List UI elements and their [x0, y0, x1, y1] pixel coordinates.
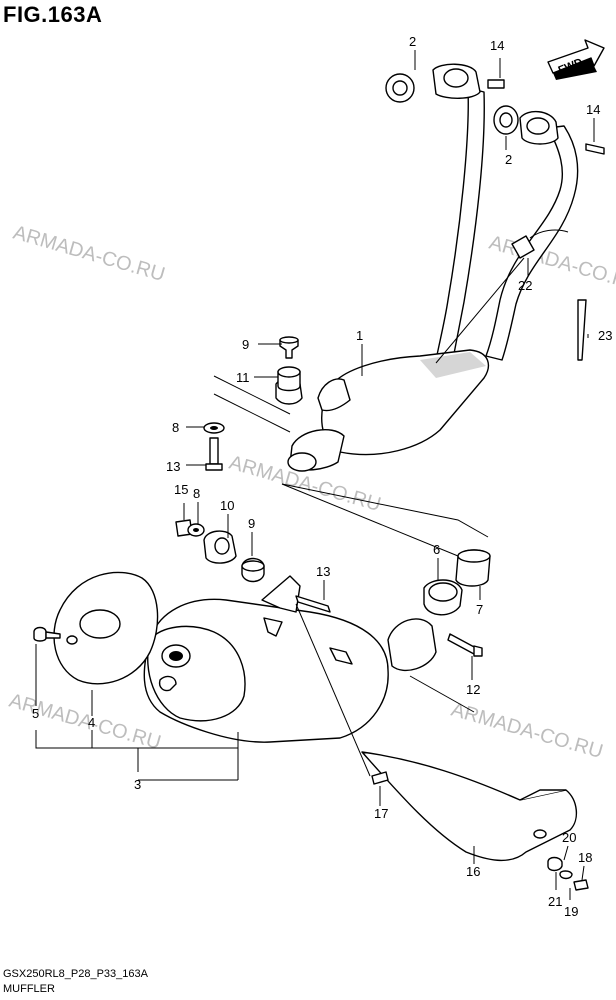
- exhaust-header-pipes: [432, 63, 579, 365]
- callout-9: 9: [248, 516, 255, 531]
- callout-13: 13: [166, 459, 180, 474]
- callout-10: 10: [220, 498, 234, 513]
- watermark: ARMADA-CO.RU: [11, 222, 168, 286]
- callout-16: 16: [466, 864, 480, 879]
- muffler-body: [143, 575, 389, 743]
- callout-5: 5: [32, 706, 39, 721]
- callout-14: 14: [586, 102, 600, 117]
- figure-title: FIG.163A: [3, 2, 103, 27]
- fwd-arrow-icon: FWD: [547, 39, 605, 80]
- callout-15: 15: [174, 482, 188, 497]
- callout-4: 4: [88, 715, 95, 730]
- callout-9: 9: [242, 337, 249, 352]
- callout-23: 23: [598, 328, 612, 343]
- callout-2: 2: [505, 152, 512, 167]
- callout-22: 22: [518, 278, 532, 293]
- footer-code: GSX250RL8_P28_P33_163A: [3, 968, 148, 980]
- leader-lines: [35, 50, 595, 900]
- connector-pipe-and-clamp: [387, 549, 491, 671]
- callout-20: 20: [562, 830, 576, 845]
- heat-protector: [361, 751, 589, 891]
- callout-12: 12: [466, 682, 480, 697]
- muffler-end-cap: [33, 571, 159, 685]
- watermark: ARMADA-CO.RU: [7, 690, 164, 754]
- callout-17: 17: [374, 806, 388, 821]
- callout-21: 21: [548, 894, 562, 909]
- mount-hardware: [175, 336, 301, 583]
- callout-6: 6: [433, 542, 440, 557]
- callout-8: 8: [172, 420, 179, 435]
- footer-name: MUFFLER: [3, 983, 55, 995]
- callout-19: 19: [564, 904, 578, 919]
- callout-7: 7: [476, 602, 483, 617]
- callout-labels: 2 14 2 14 22 23 1 9 11 8 13 15 8 10 9 6 …: [32, 34, 612, 919]
- callout-8: 8: [193, 486, 200, 501]
- callout-18: 18: [578, 850, 592, 865]
- callout-1: 1: [356, 328, 363, 343]
- callout-11: 11: [236, 370, 250, 385]
- callout-13: 13: [316, 564, 330, 579]
- catalyzer-body: [275, 349, 490, 472]
- callout-2: 2: [409, 34, 416, 49]
- callout-3: 3: [134, 777, 141, 792]
- watermark: ARMADA-CO.RU: [449, 699, 606, 763]
- o2-sensor-and-clip: [385, 73, 605, 361]
- callout-14: 14: [490, 38, 504, 53]
